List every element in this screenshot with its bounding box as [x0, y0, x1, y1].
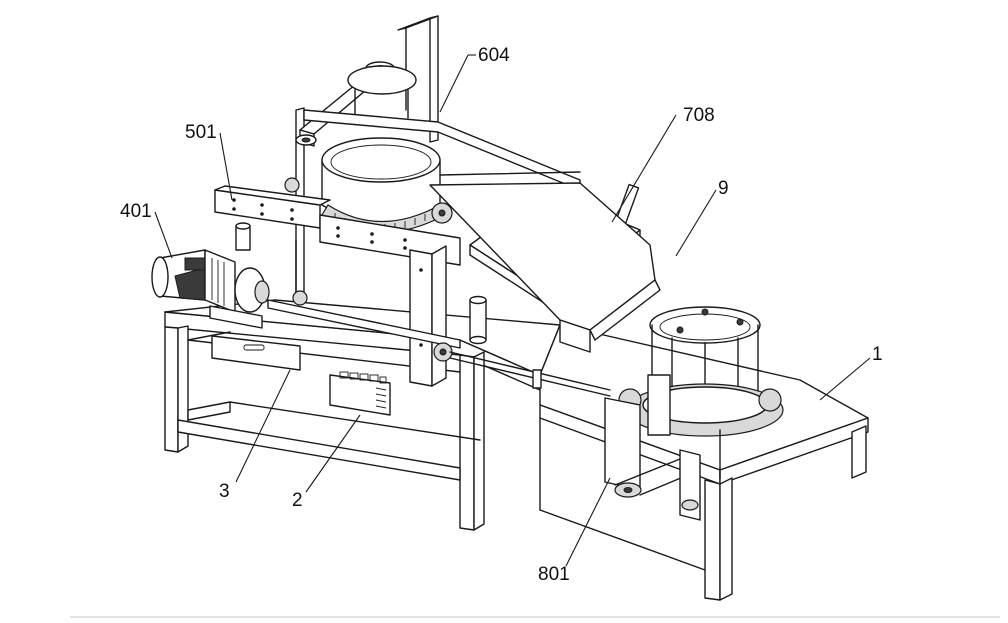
drive-gear-hub [438, 209, 446, 217]
label-2: 2 [292, 490, 303, 511]
motor-base [209, 305, 263, 329]
top-frame-604 [295, 15, 581, 303]
motor-terminal-box [184, 257, 206, 271]
lower-pulley-hub [301, 137, 311, 143]
top-round-plate [347, 65, 417, 95]
leader-401 [154, 211, 173, 259]
housing-plate-side [431, 245, 447, 387]
leg-front-mid [459, 354, 475, 531]
leg-front-left [164, 326, 179, 453]
label-3: 3 [219, 481, 230, 502]
platform-lower-bar [539, 509, 706, 571]
label-501: 501 [185, 122, 217, 143]
output-coupling [254, 280, 270, 304]
shaft-bearing [532, 369, 542, 389]
platform-leg-front-side [719, 477, 733, 601]
cage-bracket [647, 374, 671, 436]
platform-side-edge [719, 417, 869, 485]
leader-lines [154, 54, 871, 567]
leader-2 [305, 414, 361, 493]
leader-604 [439, 54, 469, 113]
control-panel-buttons [339, 371, 387, 409]
top-post-cap [397, 15, 439, 31]
leader-501 [219, 132, 233, 201]
label-9: 9 [718, 178, 729, 199]
drive-column [604, 397, 641, 491]
rod-joint [292, 290, 308, 306]
small-gear-left [284, 177, 300, 193]
gearbox [204, 249, 236, 313]
gearbox-fins [211, 258, 225, 306]
label-801: 801 [538, 564, 570, 585]
motor-401 [151, 249, 270, 329]
cage-gear-right [758, 388, 782, 412]
platform-leg-right [851, 425, 867, 479]
drum-top-rim [321, 137, 441, 183]
central-drum [284, 137, 453, 234]
beam-501-top [214, 185, 331, 206]
motor-end-cap [151, 256, 169, 298]
cross-beam-501 [214, 185, 331, 251]
label-708: 708 [683, 105, 715, 126]
main-housing [267, 214, 611, 397]
long-shaft [449, 351, 611, 391]
leader-801 [565, 477, 611, 567]
drum-inner-rim [330, 144, 432, 180]
label-401: 401 [120, 201, 152, 222]
drive-shaft [267, 299, 461, 349]
cylinder-right [469, 299, 487, 341]
lower-bar-side [187, 401, 231, 421]
upper-bar-side [187, 331, 231, 341]
right-platform-1 [539, 324, 869, 601]
chute-outlet [559, 319, 591, 353]
leg-front-mid-side [473, 351, 485, 531]
leader-9 [675, 189, 717, 257]
chute-9 [429, 171, 661, 353]
drawer-handle [243, 344, 265, 351]
cylinder-left-top [235, 222, 251, 230]
leader-1 [819, 357, 871, 401]
rotary-cage [604, 306, 784, 521]
label-1: 1 [872, 344, 883, 365]
drawer-3 [211, 335, 301, 371]
leader-3 [235, 369, 291, 483]
leader-708 [611, 114, 677, 223]
chute-lip [589, 279, 661, 341]
main-table-frame [164, 299, 561, 531]
lower-bar-front [177, 419, 461, 481]
label-604: 604 [478, 45, 510, 66]
platform-leg-front [704, 479, 721, 601]
